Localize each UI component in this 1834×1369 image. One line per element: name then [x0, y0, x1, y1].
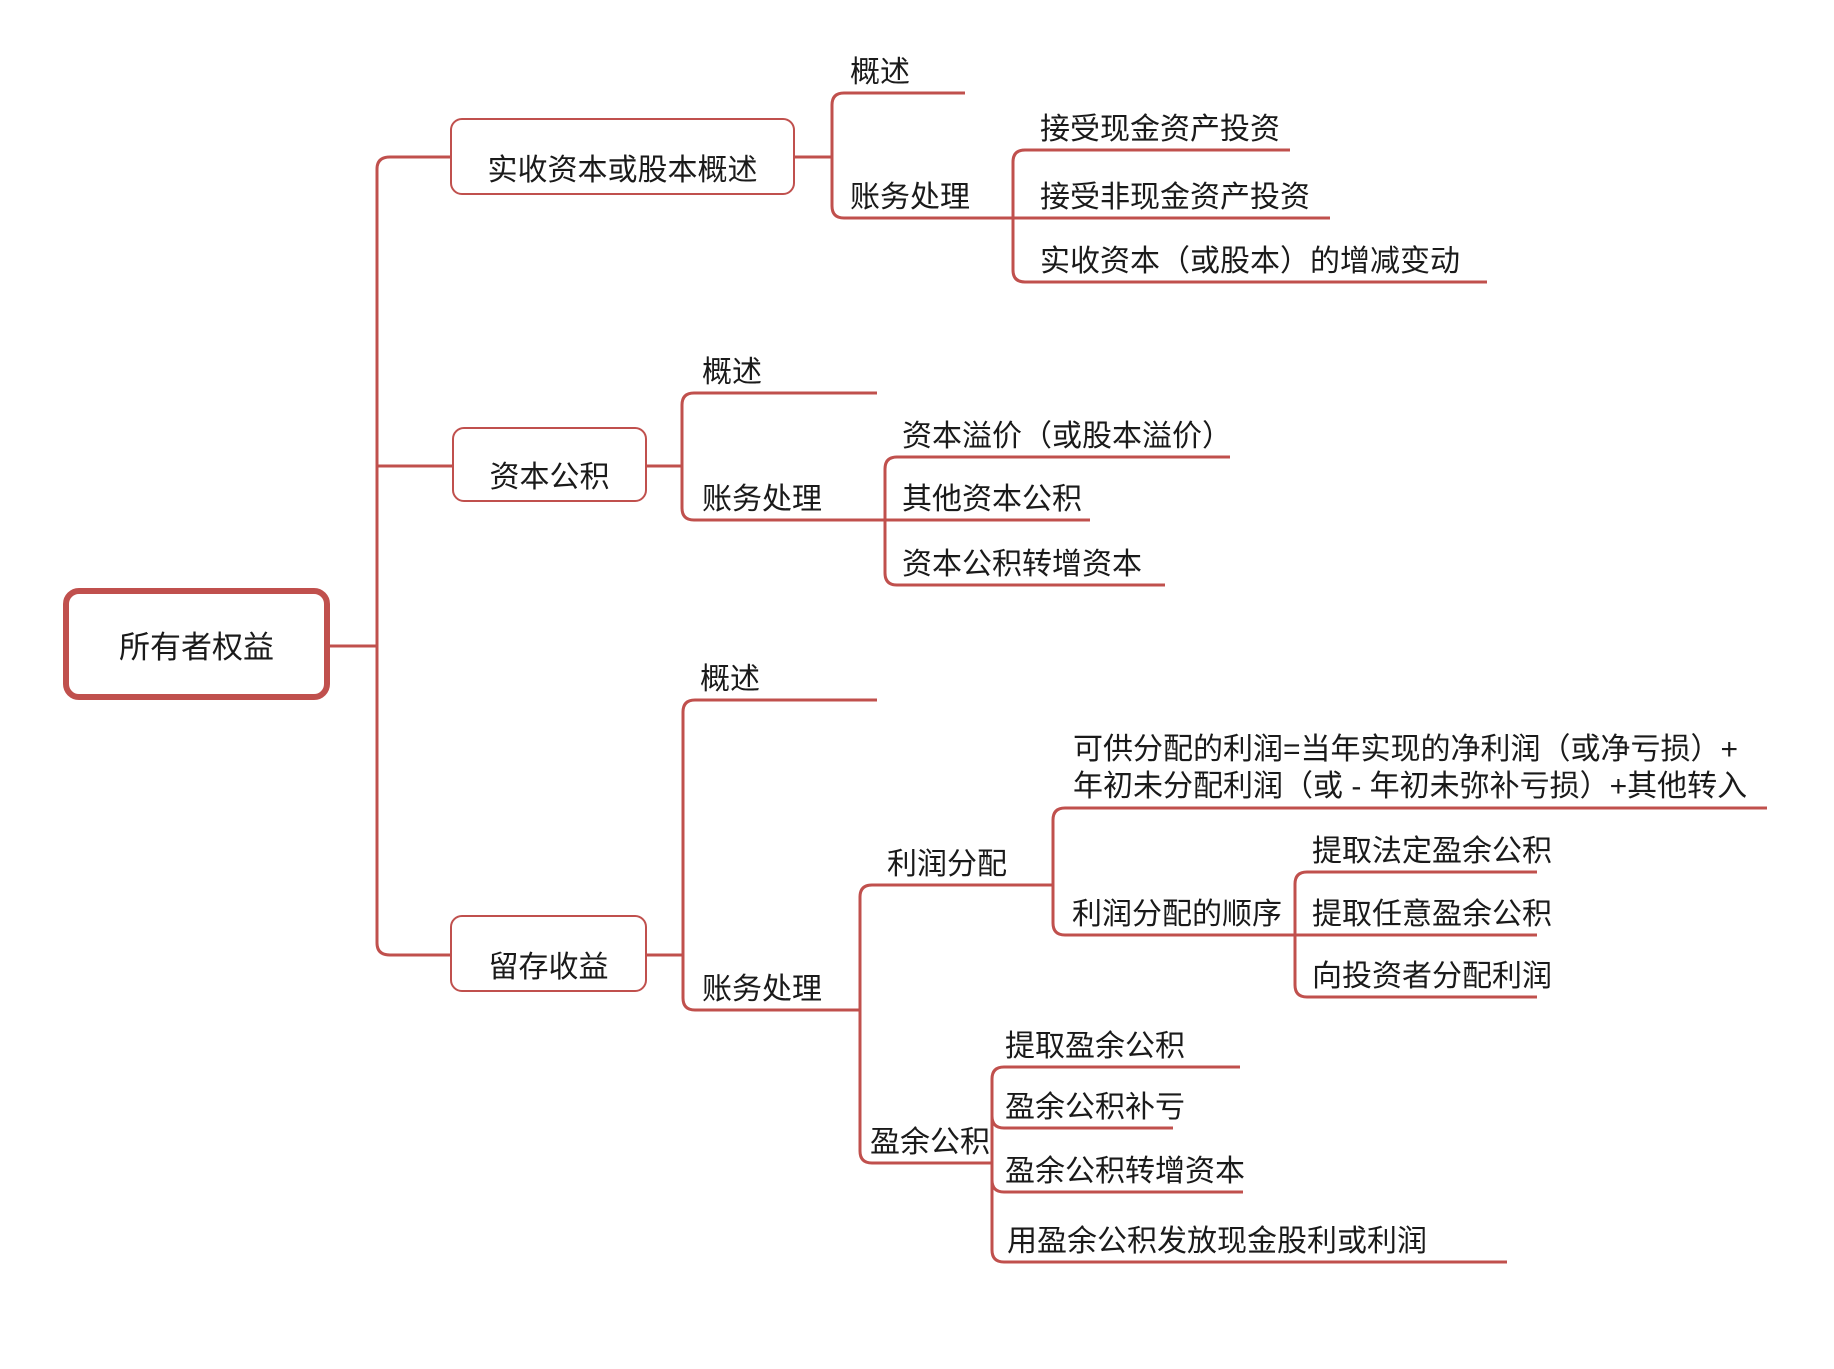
branch-paid-in-capital-label: 实收资本或股本概述	[487, 153, 758, 187]
connector-retained-children	[858, 883, 1053, 1165]
node-other-capital-reserve[interactable]: 其他资本公积	[902, 483, 1082, 516]
branch-capital-reserve[interactable]: 资本公积	[452, 427, 647, 502]
node-distribute-to-investors[interactable]: 向投资者分配利润	[1312, 960, 1552, 993]
node-b1-overview[interactable]: 概述	[850, 56, 910, 89]
branch-retained-earnings[interactable]: 留存收益	[450, 915, 647, 992]
node-accept-cash-investment[interactable]: 接受现金资产投资	[1040, 113, 1280, 146]
node-capital-premium[interactable]: 资本溢价（或股本溢价）	[902, 420, 1232, 453]
node-distributable-profit-formula[interactable]: 可供分配的利润=当年实现的净利润（或净亏损）+ 年初未分配利润（或 - 年初未弥…	[1073, 731, 1747, 805]
branch-capital-reserve-label: 资本公积	[489, 460, 610, 494]
node-reserve-to-capital[interactable]: 资本公积转增资本	[902, 548, 1142, 581]
connector-surplus-child-mid2	[990, 1179, 1243, 1194]
root-topic-label: 所有者权益	[119, 629, 274, 665]
node-surplus-cover-loss[interactable]: 盈余公积补亏	[1005, 1091, 1185, 1124]
node-surplus-reserve[interactable]: 盈余公积	[870, 1126, 990, 1159]
node-b1-accounting[interactable]: 账务处理	[850, 181, 970, 214]
branch-retained-earnings-label: 留存收益	[488, 950, 609, 984]
node-discretionary-surplus[interactable]: 提取任意盈余公积	[1312, 898, 1552, 931]
node-b2-accounting[interactable]: 账务处理	[702, 483, 822, 516]
connector-branch2-group	[680, 391, 885, 522]
connector-branch1-group	[830, 91, 1013, 220]
node-surplus-cash-dividend[interactable]: 用盈余公积发放现金股利或利润	[1007, 1225, 1427, 1258]
node-withdraw-surplus[interactable]: 提取盈余公积	[1005, 1030, 1185, 1063]
connector-surplus-children	[990, 1065, 1507, 1264]
connector-branch3-group	[681, 698, 877, 1012]
branch-paid-in-capital[interactable]: 实收资本或股本概述	[450, 118, 795, 195]
node-b3-overview[interactable]: 概述	[700, 663, 760, 696]
connector-spine	[375, 155, 450, 957]
connector-profit-children	[1051, 806, 1767, 937]
node-accept-noncash-investment[interactable]: 接受非现金资产投资	[1040, 181, 1310, 214]
node-distribution-order[interactable]: 利润分配的顺序	[1072, 898, 1282, 931]
connector-branch1-children	[1011, 148, 1487, 284]
formula-line1: 可供分配的利润=当年实现的净利润（或净亏损）+	[1073, 733, 1739, 766]
node-b3-accounting[interactable]: 账务处理	[702, 973, 822, 1006]
formula-line2: 年初未分配利润（或 - 年初未弥补亏损）+其他转入	[1073, 770, 1748, 803]
connector-surplus-child-mid1	[990, 1115, 1173, 1130]
node-profit-distribution[interactable]: 利润分配	[887, 848, 1007, 881]
node-surplus-to-capital[interactable]: 盈余公积转增资本	[1005, 1155, 1245, 1188]
node-paid-in-capital-changes[interactable]: 实收资本（或股本）的增减变动	[1040, 245, 1460, 278]
node-statutory-surplus[interactable]: 提取法定盈余公积	[1312, 835, 1552, 868]
root-topic[interactable]: 所有者权益	[63, 588, 330, 700]
node-b2-overview[interactable]: 概述	[702, 356, 762, 389]
